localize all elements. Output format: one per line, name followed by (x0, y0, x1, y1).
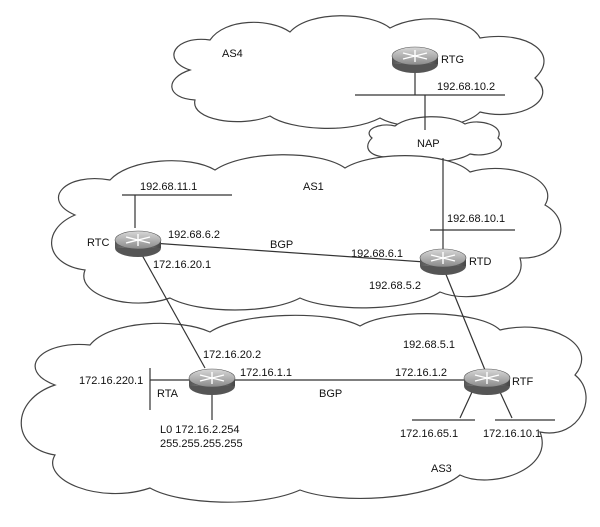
rtc-rta-link (141, 254, 206, 369)
rta-lan-address: 172.16.220.1 (79, 375, 143, 387)
rtf-lan1-link (459, 391, 473, 419)
rtd-to-rtc-address: 192.68.6.1 (351, 248, 403, 260)
as3-label: AS3 (431, 463, 452, 475)
rtf-to-rtd-address: 192.68.5.1 (403, 339, 455, 351)
bgp-upper-label: BGP (270, 239, 293, 251)
rtc-lan-address: 192.68.11.1 (140, 181, 197, 193)
rta-to-rtf-address: 172.16.1.1 (240, 367, 292, 379)
rta-loopback-mask: 255.255.255.255 (160, 438, 243, 450)
rtc-name: RTC (87, 237, 109, 249)
router-rtc (114, 230, 162, 257)
router-rtg (391, 46, 439, 73)
rtf-lan2-link (499, 391, 513, 419)
rtd-lan-address: 192.68.10.1 (447, 213, 505, 225)
rta-to-rtc-address: 172.16.20.2 (203, 349, 261, 361)
as1-label: AS1 (303, 181, 324, 193)
rtf-lan1-address: 172.16.65.1 (400, 428, 458, 440)
rtd-rtf-link (444, 271, 486, 371)
router-rta (188, 368, 236, 395)
wires (122, 70, 555, 421)
rtf-to-rta-address: 172.16.1.2 (395, 367, 447, 379)
rtd-name: RTD (469, 256, 491, 268)
rtc-rtd-link (151, 242, 426, 263)
nap-label: NAP (417, 138, 440, 150)
as4-label: AS4 (222, 48, 243, 60)
rtg-name: RTG (441, 54, 464, 66)
router-rtd (419, 248, 467, 275)
rtc-to-rta-address: 172.16.20.1 (153, 259, 211, 271)
as3-cloud (20, 313, 587, 503)
as4-cloud (171, 15, 545, 129)
rtc-to-rtd-address: 192.68.6.2 (168, 229, 220, 241)
rta-name: RTA (157, 388, 179, 400)
router-rtf (463, 368, 511, 395)
rta-loopback-address: L0 172.16.2.254 (160, 424, 240, 436)
rtd-to-rtf-address: 192.68.5.2 (369, 280, 421, 292)
rtg-lan-address: 192.68.10.2 (437, 81, 495, 93)
rtf-lan2-address: 172.16.10.1 (483, 428, 541, 440)
bgp-lower-label: BGP (319, 388, 342, 400)
rtf-name: RTF (512, 376, 533, 388)
